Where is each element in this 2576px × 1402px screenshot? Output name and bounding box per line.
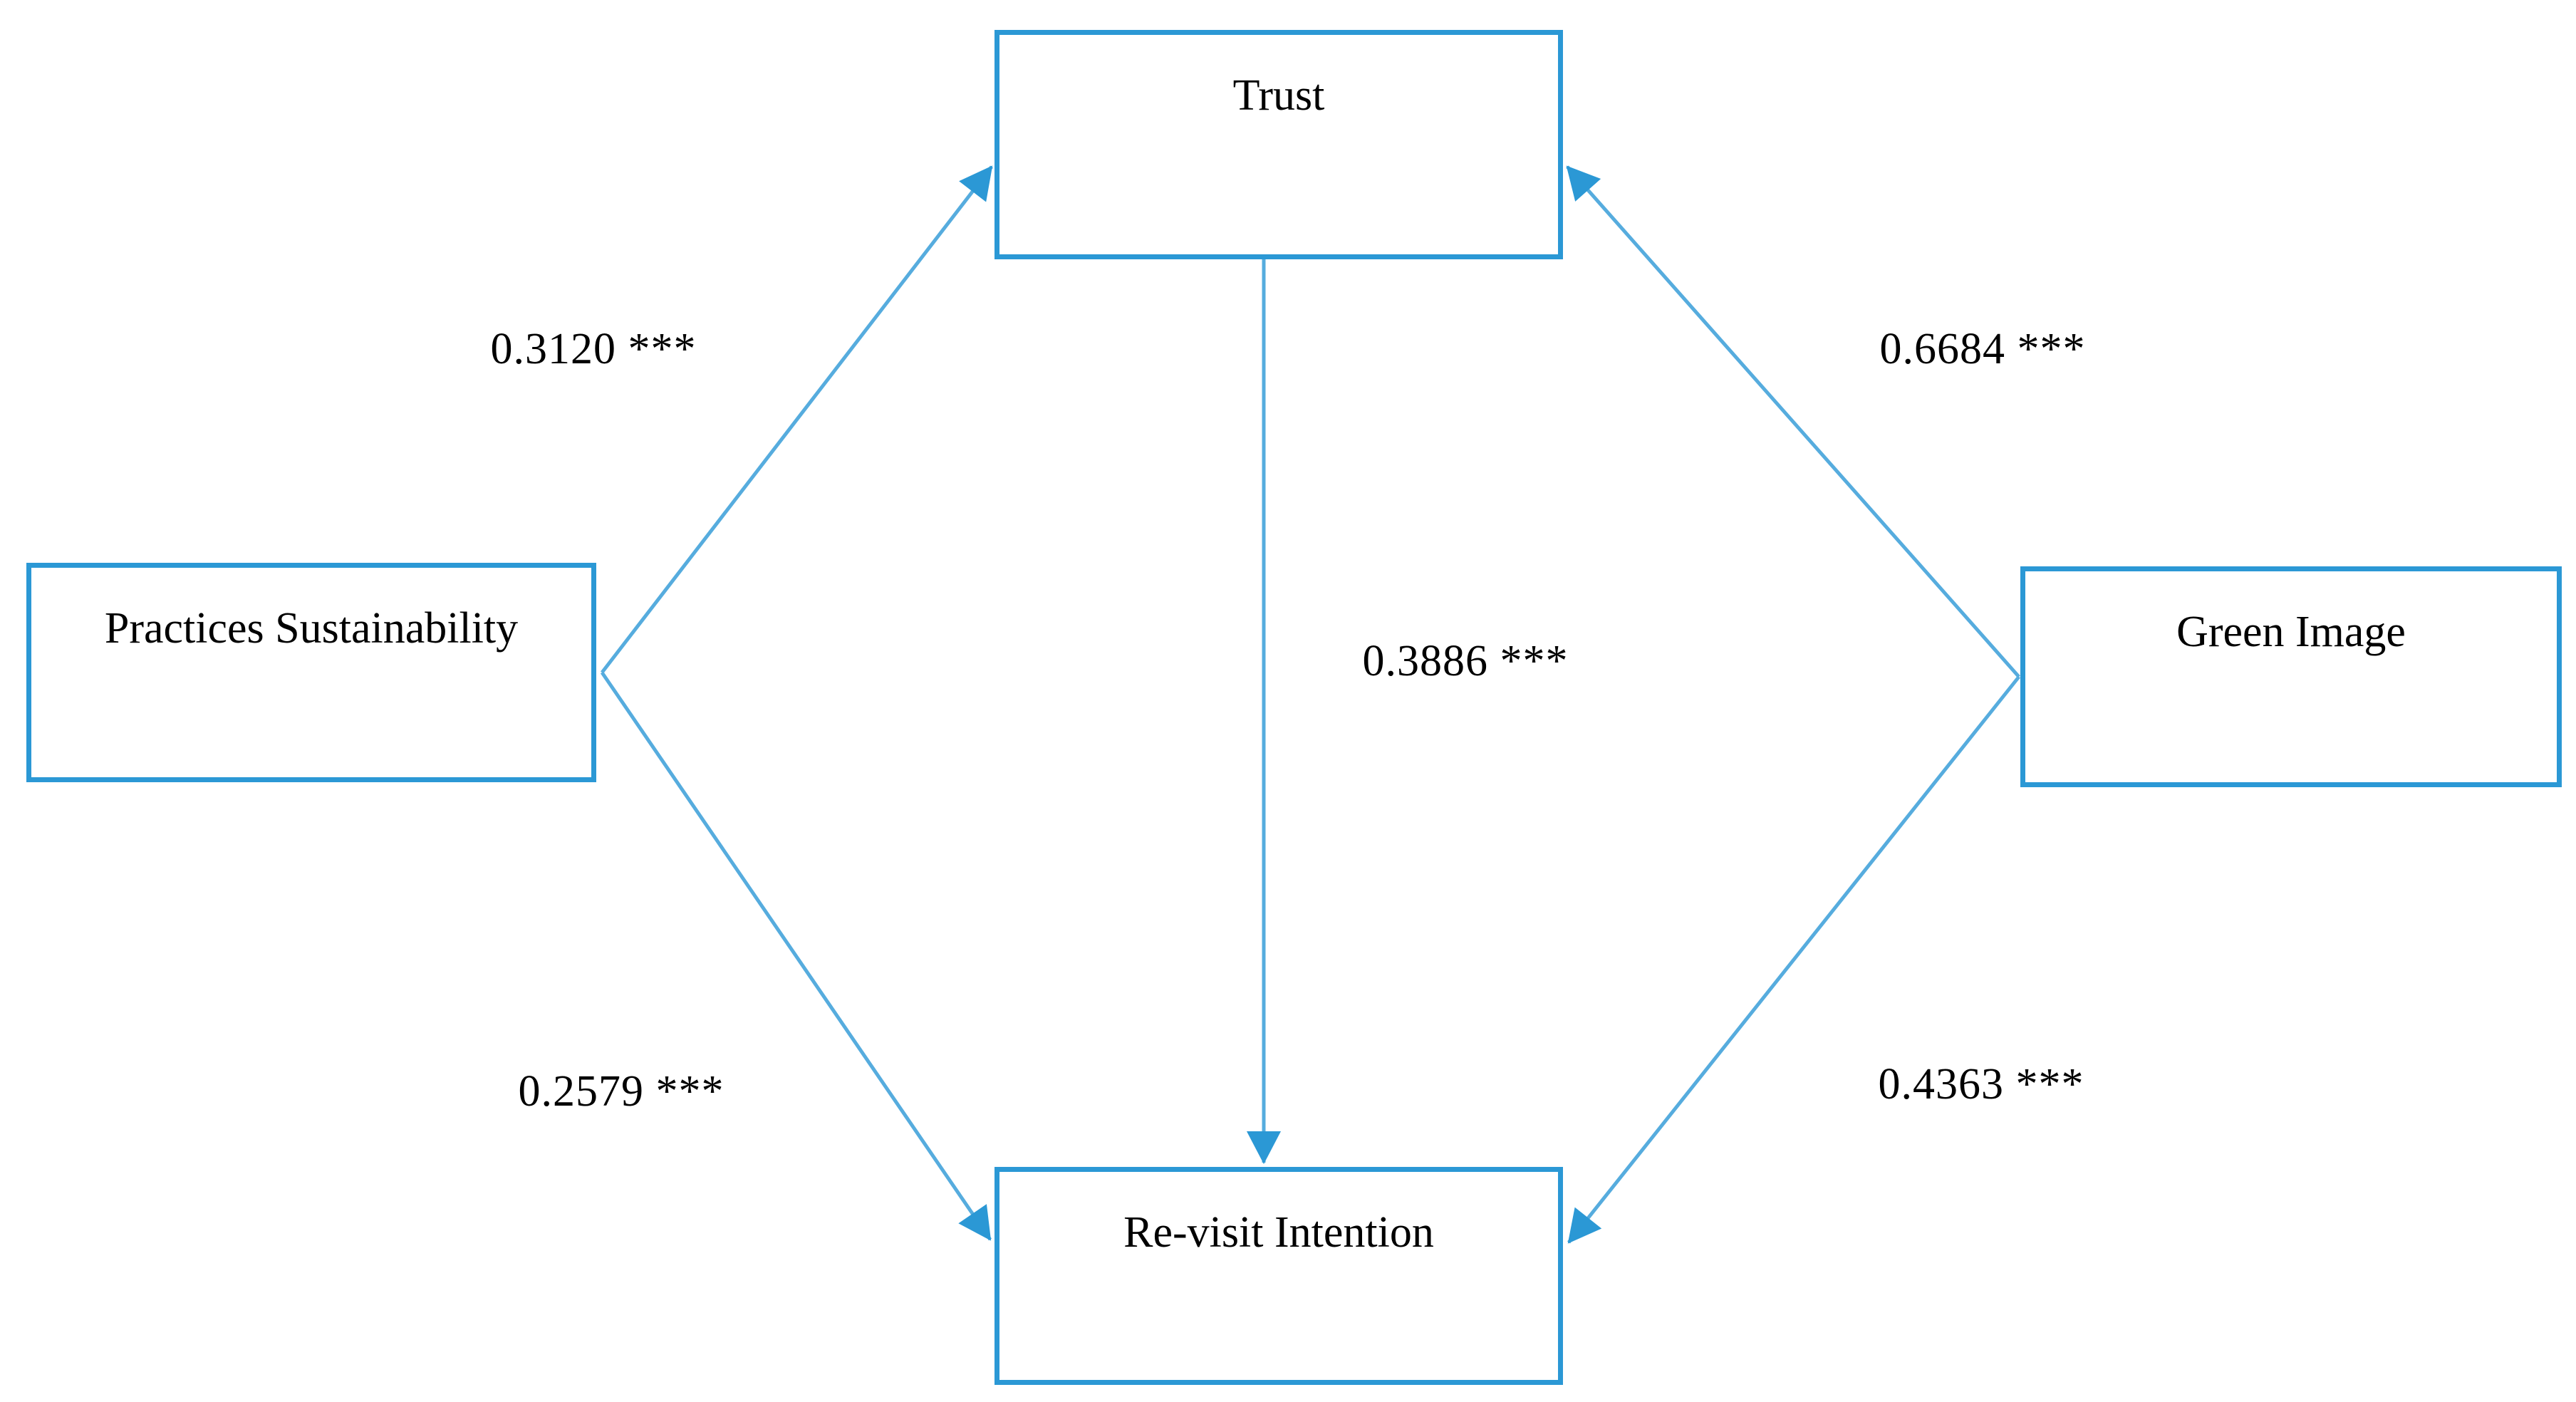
arrow-practices-to-trust [601, 165, 993, 674]
coefficient-green-to-revisit: 0.4363 *** [1878, 1060, 2084, 1108]
coefficient-practices-to-trust: 0.3120 *** [490, 325, 697, 373]
node-green-image: Green Image [2020, 566, 2562, 787]
node-revisit-intention: Re-visit Intention [994, 1167, 1563, 1385]
arrow-practices-to-revisit [600, 671, 992, 1241]
node-practices-sustainability-label: Practices Sustainability [104, 604, 519, 653]
arrow-green-to-revisit [1567, 675, 2020, 1244]
coefficient-practices-to-revisit: 0.2579 *** [518, 1067, 724, 1116]
arrow-green-to-trust [1566, 165, 2020, 678]
node-practices-sustainability: Practices Sustainability [26, 563, 596, 782]
node-revisit-intention-label: Re-visit Intention [1123, 1208, 1434, 1257]
node-trust: Trust [994, 30, 1563, 259]
node-trust-label: Trust [1232, 71, 1325, 120]
coefficient-green-to-trust: 0.6684 *** [1879, 325, 2086, 373]
node-green-image-label: Green Image [2176, 608, 2406, 656]
coefficient-trust-to-revisit: 0.3886 *** [1362, 637, 1569, 685]
